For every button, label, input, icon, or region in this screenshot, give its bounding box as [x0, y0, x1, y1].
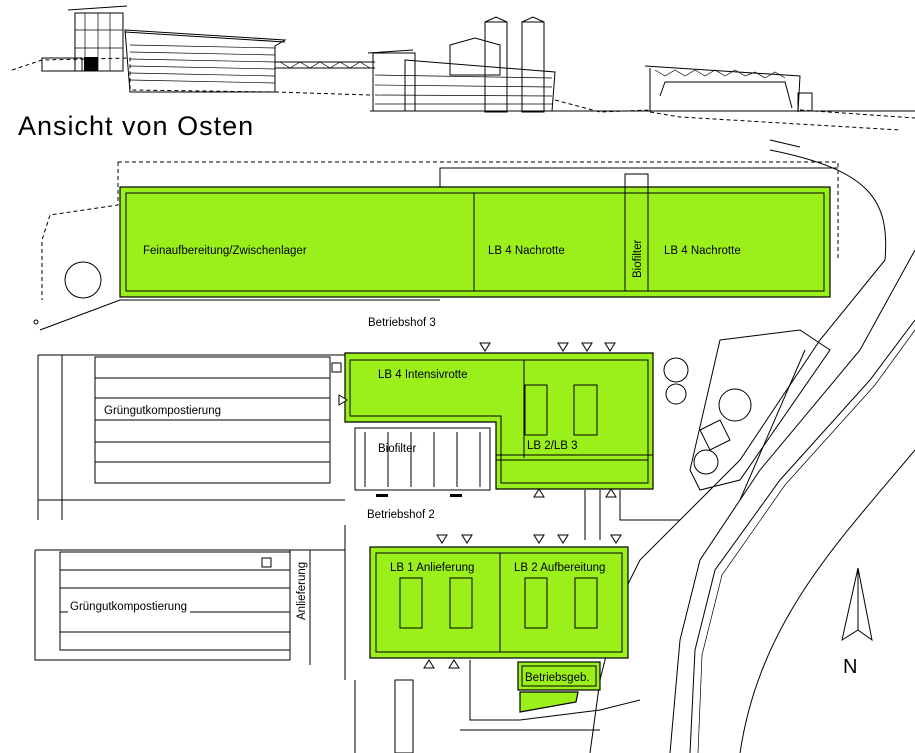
label-betriebshof-2: Betriebshof 2	[367, 509, 435, 521]
east-elevation	[11, 5, 915, 148]
label-lb2-lb3: LB 2/LB 3	[527, 440, 578, 452]
gate-markers	[338, 342, 622, 669]
label-nachrotte-1: LB 4 Nachrotte	[488, 245, 565, 257]
gruengut-area-2	[59, 551, 291, 651]
label-nachrotte-2: LB 4 Nachrotte	[664, 245, 741, 257]
label-anlieferung-road: Anlieferung	[296, 562, 308, 620]
label-intensivrotte: LB 4 Intensivrotte	[378, 369, 468, 381]
label-biofilter-mid: Biofilter	[378, 443, 417, 455]
elevation-title: Ansicht von Osten	[18, 111, 254, 141]
building-bottom	[369, 546, 629, 659]
building-top	[119, 173, 831, 298]
site-outlines	[33, 149, 915, 753]
gruengut-area-1	[94, 356, 331, 484]
label-betriebshof-3: Betriebshof 3	[368, 317, 436, 329]
label-gruengut-2: Grüngutkompostierung	[70, 601, 187, 613]
label-biofilter-top: Biofilter	[632, 239, 644, 278]
label-aufbereitung: LB 2 Aufbereitung	[514, 562, 605, 574]
north-label: N	[843, 656, 857, 678]
building-middle	[344, 352, 654, 497]
north-arrow-icon	[841, 567, 873, 642]
label-feinaufbereitung: Feinaufbereitung/Zwischenlager	[143, 245, 307, 257]
label-anlieferung: LB 1 Anlieferung	[390, 562, 474, 574]
label-gruengut-1: Grüngutkompostierung	[104, 405, 221, 417]
label-betriebsgeb: Betriebsgeb.	[525, 672, 590, 684]
building-office	[517, 661, 601, 713]
